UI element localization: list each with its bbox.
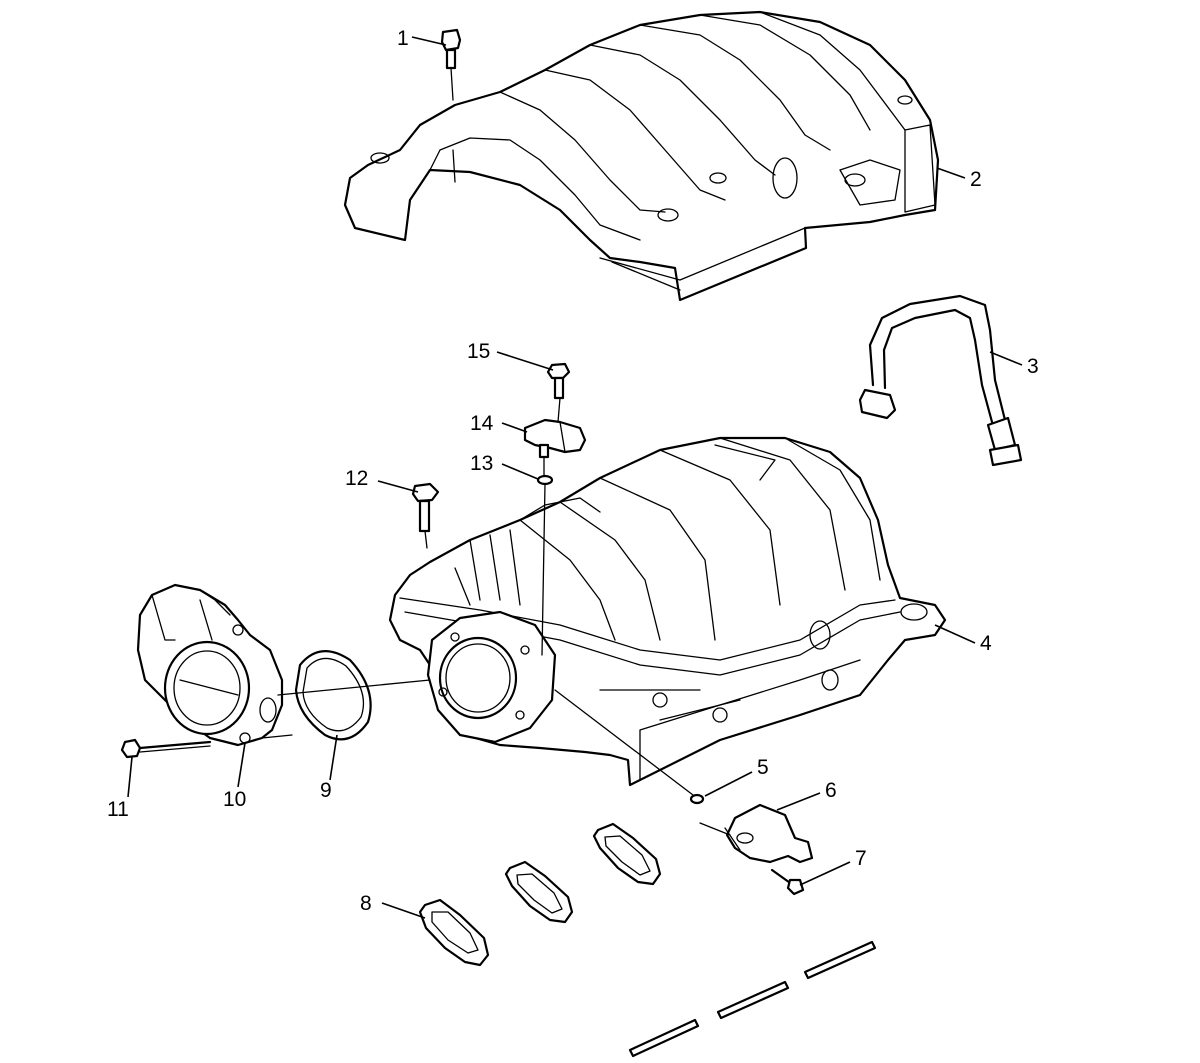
o-ring-5	[689, 793, 705, 805]
callout-13: 13	[470, 452, 493, 475]
locating-dowels	[628, 940, 877, 1058]
throttle-body-10	[136, 583, 284, 747]
callout-5: 5	[757, 756, 769, 779]
map-sensor-14	[523, 418, 587, 459]
callout-7: 7	[855, 847, 867, 870]
bolt-7	[770, 868, 805, 896]
intake-gaskets-8	[418, 822, 662, 967]
callout-1: 1	[397, 27, 409, 50]
callout-8: 8	[360, 892, 372, 915]
callouts: 1 2 3 4 5 6 7 8 9 10 11 12 13 14 15	[107, 27, 1039, 919]
assembly-lines	[261, 397, 694, 796]
bolt-12	[411, 482, 440, 549]
bolt-1	[440, 28, 462, 183]
pcv-hose	[858, 294, 1023, 467]
callout-3: 3	[1027, 355, 1039, 378]
callout-11: 11	[107, 798, 129, 821]
callout-14: 14	[470, 412, 494, 435]
upper-intake-cover	[343, 10, 940, 302]
callout-4: 4	[980, 632, 992, 655]
bolt-15	[546, 362, 571, 400]
callout-15: 15	[467, 340, 490, 363]
callout-2: 2	[970, 168, 982, 191]
bolt-11	[120, 738, 212, 759]
callout-9: 9	[320, 779, 332, 802]
throttle-body-seal-9	[294, 650, 372, 741]
callout-10: 10	[223, 788, 246, 811]
solenoid-valve-6	[699, 803, 814, 864]
callout-6: 6	[825, 779, 837, 802]
o-ring-13	[536, 474, 554, 486]
callout-12: 12	[345, 467, 368, 490]
lower-intake-manifold	[388, 436, 947, 787]
